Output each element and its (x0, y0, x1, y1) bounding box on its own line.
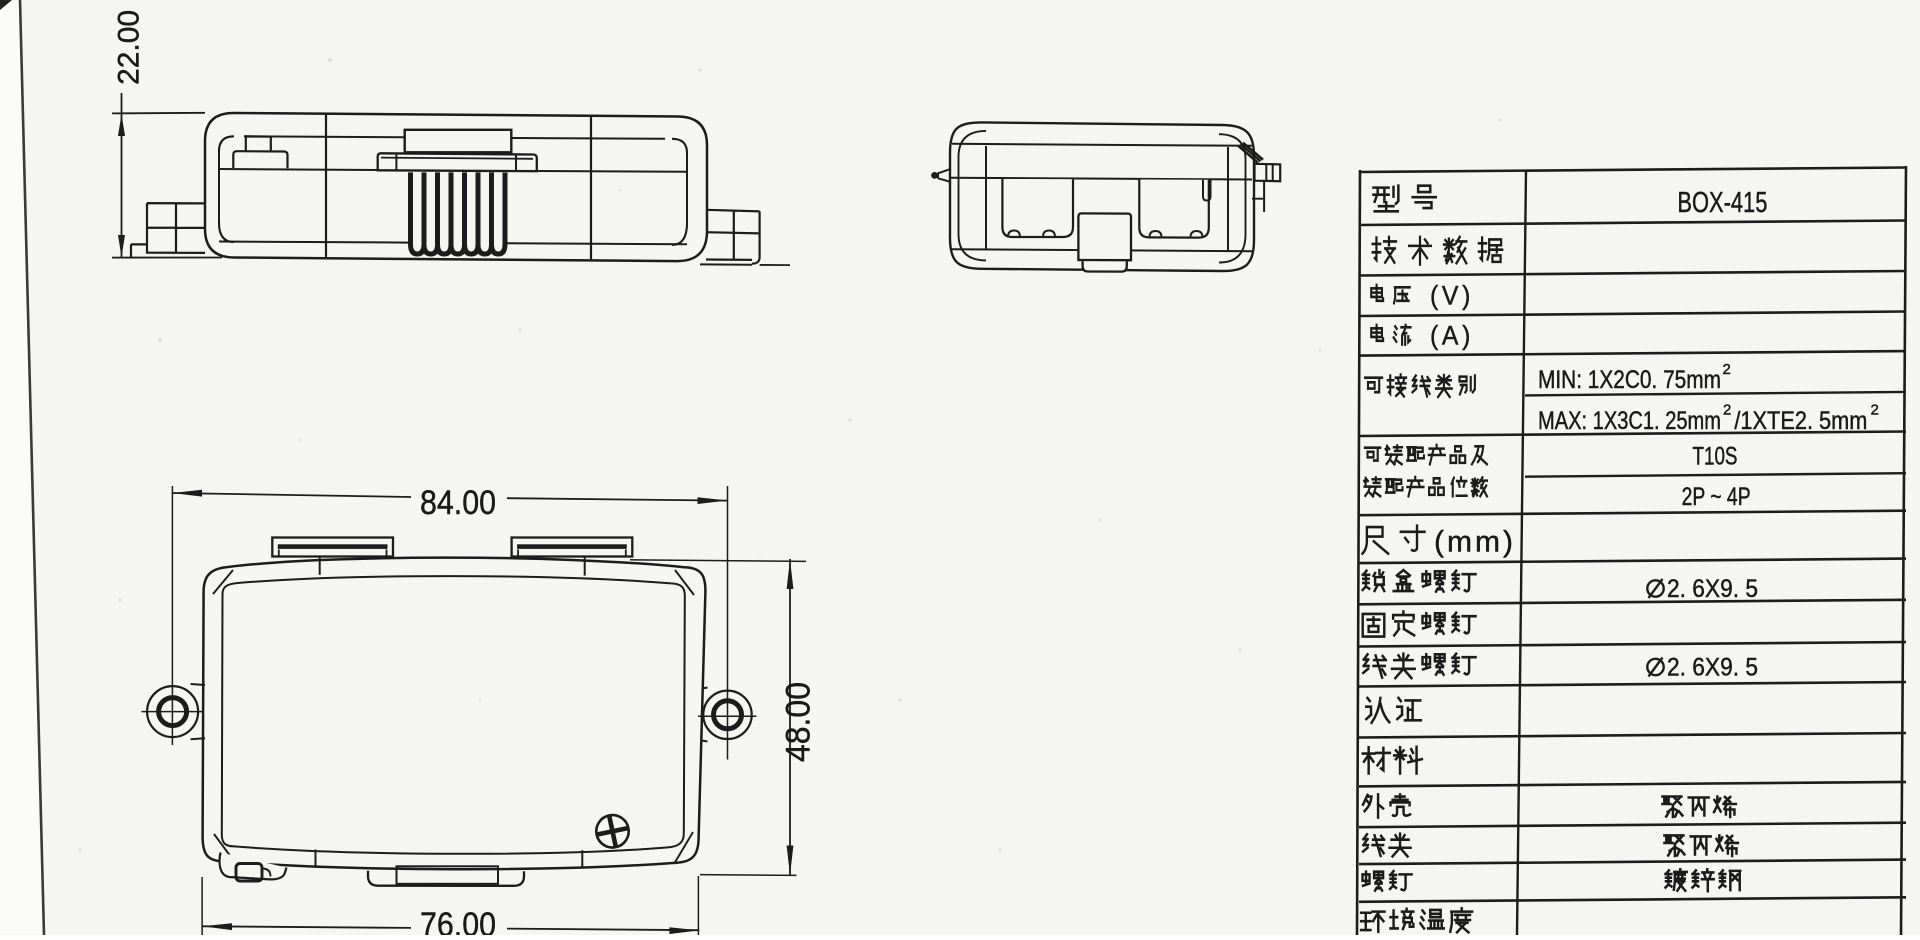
svg-text:(V): (V) (1430, 281, 1474, 311)
svg-text:BOX-415: BOX-415 (1677, 187, 1767, 219)
svg-text:2: 2 (1723, 361, 1731, 378)
svg-text:22.00: 22.00 (113, 10, 146, 85)
svg-text:/1XTE2. 5mm: /1XTE2. 5mm (1734, 407, 1867, 435)
svg-text:76.00: 76.00 (420, 906, 496, 935)
svg-text:84.00: 84.00 (420, 484, 496, 522)
svg-text:T10S: T10S (1693, 443, 1738, 471)
svg-text:2: 2 (1871, 402, 1879, 419)
svg-text:(A): (A) (1430, 321, 1474, 351)
svg-text:2P ~ 4P: 2P ~ 4P (1682, 483, 1751, 511)
svg-text:(mm): (mm) (1434, 526, 1516, 559)
svg-text:MIN: 1X2C0. 75mm: MIN: 1X2C0. 75mm (1538, 366, 1721, 394)
svg-text:2: 2 (1723, 402, 1731, 419)
svg-text:48.00: 48.00 (780, 682, 818, 762)
svg-text:2. 6X9. 5: 2. 6X9. 5 (1667, 654, 1758, 682)
svg-text:MAX: 1X3C1. 25mm: MAX: 1X3C1. 25mm (1538, 407, 1721, 435)
svg-text:2. 6X9. 5: 2. 6X9. 5 (1667, 575, 1758, 603)
